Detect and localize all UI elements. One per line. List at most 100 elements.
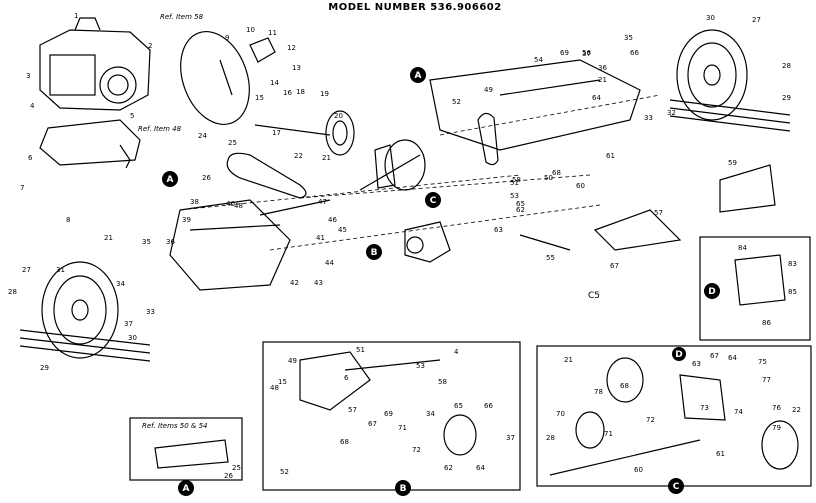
svg-text:86: 86: [762, 319, 771, 327]
svg-text:57: 57: [348, 406, 357, 414]
svg-text:68: 68: [552, 169, 561, 177]
svg-text:8: 8: [66, 216, 70, 224]
svg-text:85: 85: [788, 288, 797, 296]
svg-text:72: 72: [412, 446, 421, 454]
svg-text:A: A: [167, 175, 174, 185]
callout-c-box: C: [668, 478, 684, 494]
svg-text:46: 46: [328, 216, 337, 224]
svg-text:73: 73: [700, 404, 709, 412]
svg-text:37: 37: [506, 434, 515, 442]
svg-text:30: 30: [128, 334, 137, 342]
svg-text:69: 69: [384, 410, 393, 418]
callout-b-main: B: [366, 244, 382, 260]
svg-text:A: A: [415, 71, 422, 81]
svg-text:36: 36: [598, 64, 607, 72]
svg-text:29: 29: [782, 94, 791, 102]
svg-text:64: 64: [592, 94, 601, 102]
svg-text:25: 25: [232, 464, 241, 472]
svg-text:48: 48: [270, 384, 279, 392]
svg-text:60: 60: [576, 182, 585, 190]
svg-text:84: 84: [738, 244, 747, 252]
svg-text:29: 29: [40, 364, 49, 372]
svg-text:48: 48: [234, 202, 243, 210]
svg-text:26: 26: [224, 472, 233, 480]
svg-text:42: 42: [290, 279, 299, 287]
svg-text:1: 1: [74, 12, 78, 20]
svg-text:35: 35: [624, 34, 633, 42]
svg-text:35: 35: [142, 238, 151, 246]
callout-b-box: B: [395, 480, 411, 496]
callout-c-main: C: [425, 192, 441, 208]
svg-text:2: 2: [148, 42, 152, 50]
svg-text:27: 27: [752, 16, 761, 24]
ref-note-item-58: Ref. Item 58: [160, 13, 204, 21]
svg-text:11: 11: [268, 29, 277, 37]
svg-text:51: 51: [510, 179, 519, 187]
svg-text:21: 21: [598, 76, 607, 84]
model-title: MODEL NUMBER 536.906602: [328, 2, 502, 13]
svg-text:64: 64: [728, 354, 737, 362]
detail-box-d: [699, 236, 811, 341]
svg-text:A: A: [183, 484, 190, 494]
svg-text:21: 21: [564, 356, 573, 364]
svg-text:28: 28: [546, 434, 555, 442]
svg-text:60: 60: [634, 466, 643, 474]
svg-text:51: 51: [356, 346, 365, 354]
callout-a-main: A: [410, 67, 426, 83]
svg-text:53: 53: [416, 362, 425, 370]
svg-text:77: 77: [762, 376, 771, 384]
svg-text:31: 31: [56, 266, 65, 274]
svg-text:65: 65: [516, 200, 525, 208]
svg-text:67: 67: [368, 420, 377, 428]
ref-note-item-48: Ref. Item 48: [138, 125, 182, 133]
svg-text:61: 61: [606, 152, 615, 160]
svg-text:22: 22: [294, 152, 303, 160]
svg-text:17: 17: [272, 129, 281, 137]
svg-text:38: 38: [190, 198, 199, 206]
svg-text:33: 33: [146, 308, 155, 316]
svg-text:6: 6: [344, 374, 349, 382]
idler-pulley-drawing: [254, 110, 355, 156]
callout-d-in-c: D: [672, 347, 686, 361]
transmission-drawing: [169, 199, 331, 291]
svg-text:54: 54: [534, 56, 543, 64]
svg-text:28: 28: [782, 62, 791, 70]
svg-text:9: 9: [225, 34, 229, 42]
svg-text:45: 45: [338, 226, 347, 234]
axle-shaft: [519, 234, 571, 251]
svg-text:72: 72: [646, 416, 655, 424]
svg-text:40: 40: [226, 200, 235, 208]
svg-text:44: 44: [325, 259, 334, 267]
svg-text:18: 18: [296, 88, 305, 96]
drive-belt-right: [477, 112, 499, 166]
svg-text:47: 47: [318, 198, 327, 206]
svg-text:66: 66: [484, 402, 493, 410]
svg-text:49: 49: [484, 86, 493, 94]
wheel-right-drawing: [669, 29, 791, 132]
svg-text:52: 52: [452, 98, 461, 106]
svg-text:12: 12: [287, 44, 296, 52]
svg-text:19: 19: [320, 90, 329, 98]
svg-text:3: 3: [26, 72, 30, 80]
svg-text:61: 61: [716, 450, 725, 458]
gear-assembly-drawing: [404, 221, 451, 263]
svg-text:5: 5: [130, 112, 134, 120]
svg-text:37: 37: [582, 50, 591, 58]
svg-text:14: 14: [270, 79, 279, 87]
svg-text:37: 37: [124, 320, 133, 328]
svg-text:75: 75: [758, 358, 767, 366]
svg-text:B: B: [371, 248, 378, 258]
svg-text:B: B: [400, 484, 407, 494]
engine-drawing: [39, 17, 151, 169]
chassis-plate: [429, 59, 641, 151]
svg-text:4: 4: [454, 348, 459, 356]
detail-box-b: [262, 341, 521, 491]
svg-text:15: 15: [278, 378, 287, 386]
svg-text:C: C: [430, 196, 437, 206]
ref-note-items-50-54: Ref. Items 50 & 54: [142, 422, 208, 430]
svg-text:39: 39: [182, 216, 191, 224]
svg-text:76: 76: [772, 404, 781, 412]
svg-text:22: 22: [792, 406, 801, 414]
